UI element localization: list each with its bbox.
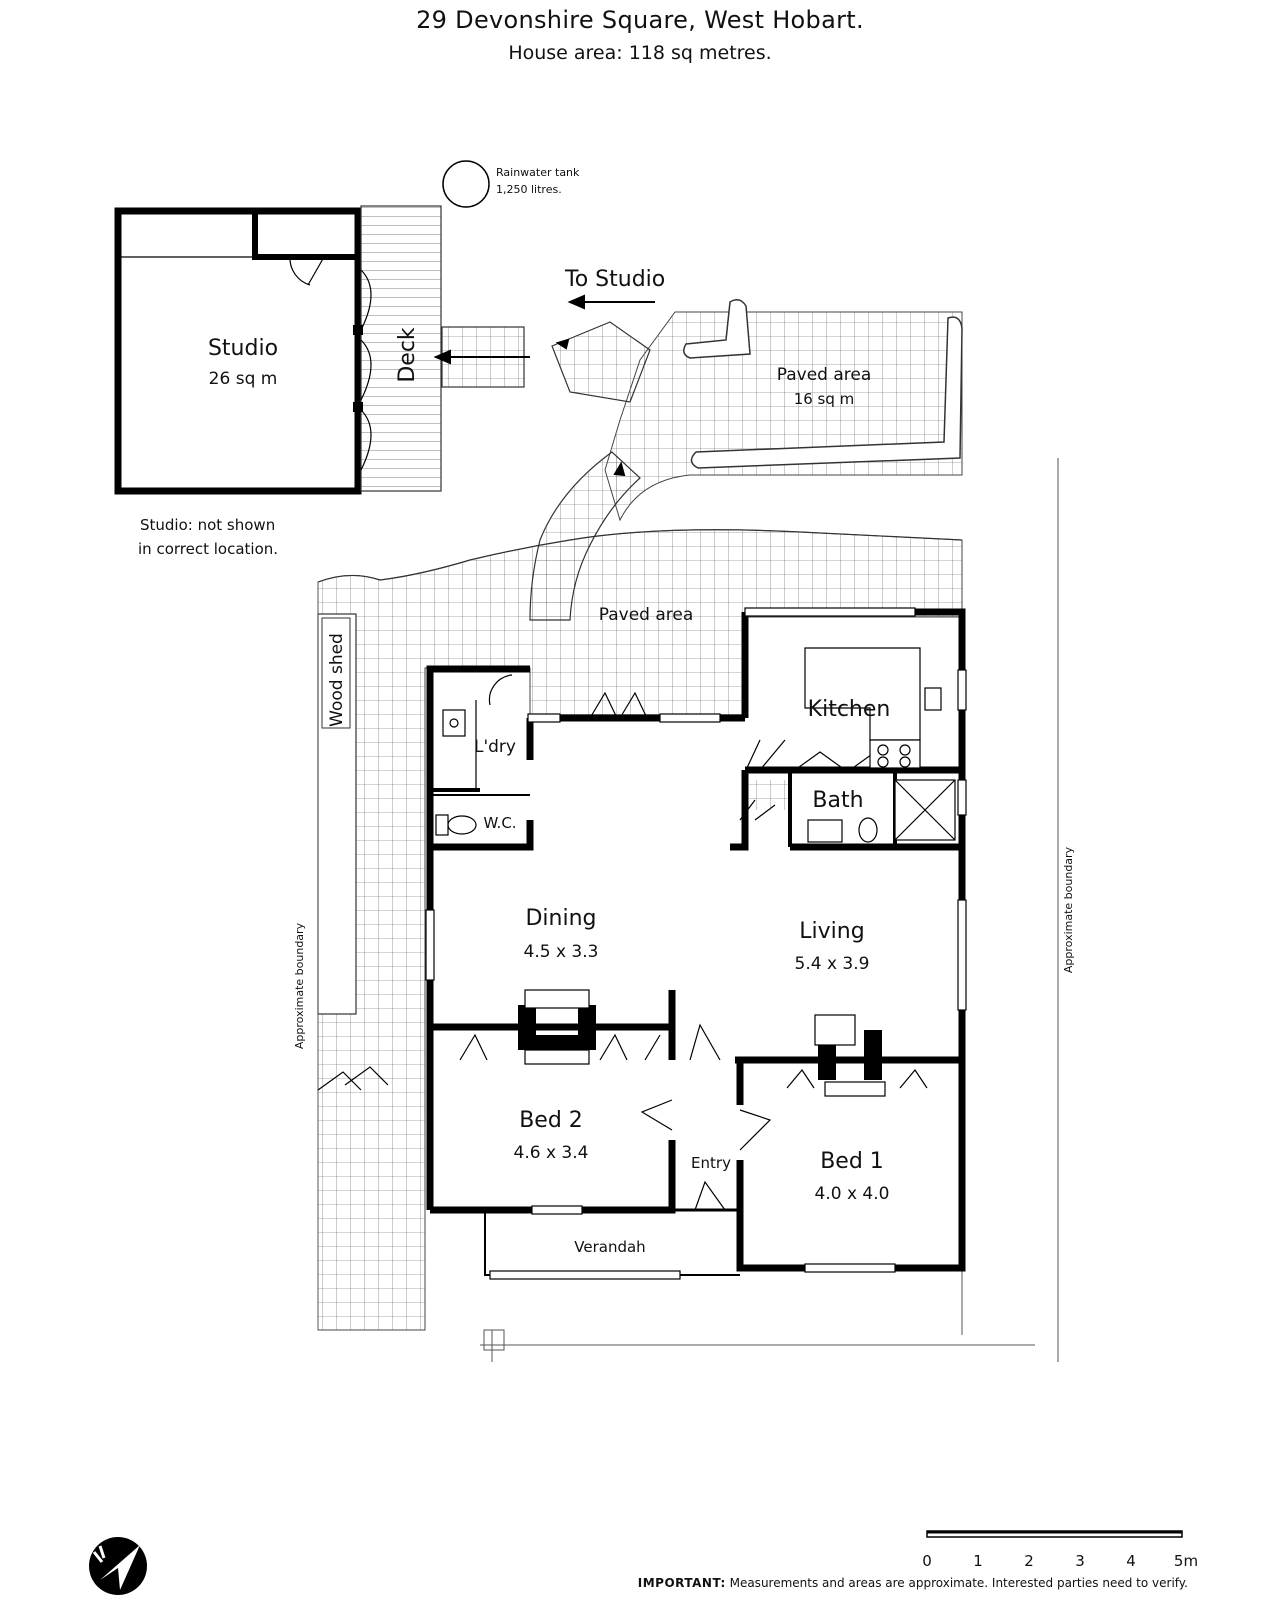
paved-lower-label: Paved area — [599, 605, 694, 625]
paved-upper-label: Paved area — [777, 365, 872, 385]
to-studio-label: To Studio — [564, 267, 665, 292]
wc-label: W.C. — [483, 814, 516, 832]
plan-title: 29 Devonshire Square, West Hobart. — [416, 6, 864, 34]
boundary-right-label: Approximate boundary — [1062, 846, 1075, 973]
scale-tick: 3 — [1075, 1552, 1085, 1570]
bed2-label: Bed 2 — [519, 1108, 583, 1133]
disclaimer: IMPORTANT: Measurements and areas are ap… — [638, 1576, 1188, 1590]
dining-label: Dining — [525, 906, 596, 931]
bed1-label: Bed 1 — [820, 1149, 884, 1174]
paved-area-upper — [604, 311, 963, 522]
deck-label: Deck — [395, 327, 420, 383]
studio-label: Studio — [208, 336, 278, 361]
living-label: Living — [799, 919, 864, 944]
fireplaces — [518, 1005, 882, 1080]
tank-label-line1: Rainwater tank — [496, 166, 580, 179]
doors — [317, 674, 928, 1211]
kitchen-bench — [804, 647, 942, 769]
studio-note-line1: Studio: not shown — [140, 516, 275, 534]
garden-bed — [683, 299, 963, 469]
curved-path — [529, 451, 641, 621]
arrow-icon — [433, 294, 655, 477]
bed1-size: 4.0 x 4.0 — [815, 1184, 890, 1204]
studio-area: 26 sq m — [209, 369, 278, 389]
house-area: House area: 118 sq metres. — [508, 42, 772, 64]
scale-tick: 5m — [1174, 1552, 1198, 1570]
dining-size: 4.5 x 3.3 — [524, 942, 599, 962]
disclaimer-text: Measurements and areas are approximate. … — [725, 1576, 1188, 1590]
rainwater-tank-icon — [442, 160, 490, 208]
entry-label: Entry — [691, 1154, 731, 1172]
scale-bar: 0 1 2 3 4 5m — [922, 1530, 1198, 1570]
boundary-left-label: Approximate boundary — [293, 922, 306, 1049]
north-arrow-icon — [89, 1537, 147, 1595]
living-size: 5.4 x 3.9 — [795, 954, 870, 974]
scale-tick: 2 — [1024, 1552, 1034, 1570]
verandah-label: Verandah — [574, 1238, 645, 1256]
woodshed-label: Wood shed — [327, 633, 347, 727]
kitchen-label: Kitchen — [808, 697, 891, 722]
laundry-fixtures — [435, 700, 477, 836]
laundry-label: L'dry — [474, 737, 516, 757]
scale-tick: 1 — [973, 1552, 983, 1570]
stairs-to-deck — [441, 321, 651, 403]
bed2-size: 4.6 x 3.4 — [514, 1143, 589, 1163]
scale-tick: 0 — [922, 1552, 932, 1570]
paved-upper-area: 16 sq m — [794, 390, 855, 408]
house-walls — [426, 608, 966, 1276]
studio-building — [114, 205, 442, 495]
studio-note-line2: in correct location. — [138, 540, 278, 558]
disclaimer-label: IMPORTANT: — [637, 1576, 726, 1590]
tank-label-line2: 1,250 litres. — [496, 183, 562, 196]
windows — [425, 607, 967, 1280]
bath-fixtures — [748, 779, 956, 843]
scale-tick: 4 — [1126, 1552, 1136, 1570]
bath-label: Bath — [812, 788, 863, 813]
